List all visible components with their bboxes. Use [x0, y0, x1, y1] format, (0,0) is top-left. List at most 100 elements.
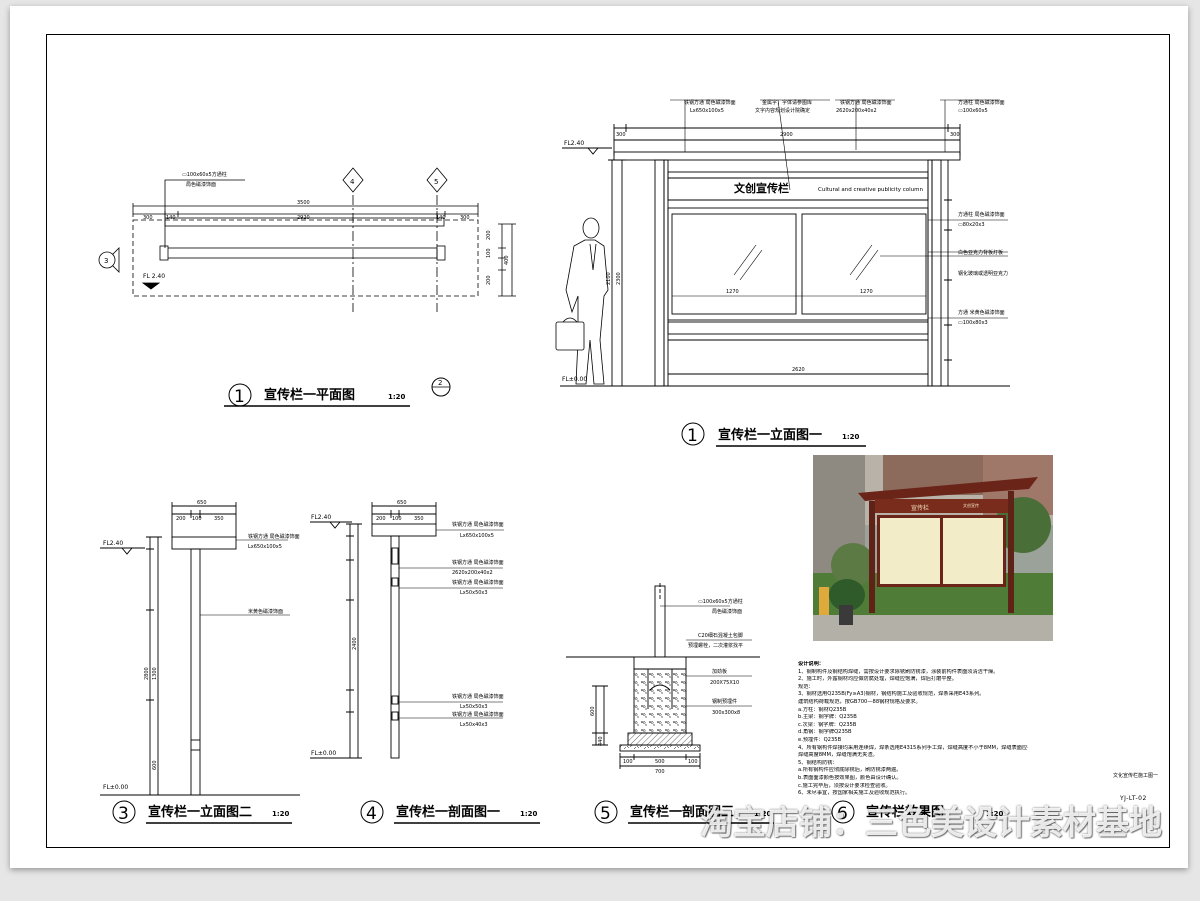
note-line: 3、钢材选用Q235B(Fy≥A3)钢材，钢结构施工及验收规范，焊条采用E43系… [798, 691, 985, 698]
note-line: 2、施工时，外露钢材均应做防腐处理，焊缝应饱满，焊后打磨平整。 [798, 676, 957, 683]
elev-rcallout-1a: 方通柱 局色磁漆饰面 [958, 211, 1005, 218]
side-dim-sub-3: 350 [214, 516, 224, 522]
side-title-text: 宣传栏一立面图二 [148, 804, 252, 820]
section-callout-5b: Lx50x40x3 [460, 722, 488, 728]
section-title: 4 宣传栏一剖面图一 1:20 [360, 800, 540, 824]
left-post [654, 159, 665, 387]
side-callout-3: 米黄色磁漆饰面 [248, 608, 283, 615]
plan-dim-a: 300 [143, 215, 153, 221]
sign-text-en: Cultural and creative publicity column [818, 187, 923, 193]
elev-dim-top-3: 300 [950, 132, 960, 138]
note-line: 5、钢结构防锈： [798, 759, 838, 766]
plan-north-mark: 2 [438, 379, 442, 387]
side-post [190, 548, 201, 796]
section-callout-2b: 2620x200x40x2 [452, 570, 493, 576]
found-title-text: 宣传栏一剖面图三 [630, 804, 734, 820]
elev-dim-bottom: 2620 [792, 367, 805, 373]
found-callout-2b: 预埋螺栓，二次灌浆找平 [688, 642, 743, 649]
photo-board-label: 宣传栏 [911, 504, 929, 512]
plan-dim-r4: 400 [504, 255, 510, 265]
project-name: 文化宣传栏施工图一 [1113, 773, 1159, 779]
found-callout-3a: 加劲板 [712, 668, 727, 675]
elevation-labels: 铁钢方通 局色磁漆饰面 Lx650x100x5 金属字，字体请参图库 文字内容规… [562, 99, 1008, 383]
side-dim-top: 650 [197, 500, 207, 506]
note-line: e.预埋件：Q235B [798, 736, 842, 743]
plan-dim-total: 3500 [297, 200, 310, 206]
base-layer [627, 732, 693, 746]
plan-dim-e: 300 [460, 215, 470, 221]
section-dim-top: 650 [397, 500, 407, 506]
note-line: 规范： [798, 683, 814, 690]
elev-rcallout-3: 钢化玻璃或透明亚克力 [958, 270, 1008, 277]
foundation-title: 5 宣传栏一剖面图三 1:20 [594, 800, 774, 824]
section-top-board [371, 523, 437, 537]
plan-labels: ▭100x60x5方通柱 局色磁漆饰面 3500 300 140 2920 14… [104, 171, 510, 285]
note-line: a.所有钢构件应彻底除锈后，刷防锈漆两遍。 [798, 767, 902, 774]
roof-beam [613, 151, 961, 161]
elev-callout-2b: 文字内容规划设计院确定 [755, 107, 810, 114]
found-dim-bottom-1: 100 [623, 759, 633, 765]
right-post [931, 159, 942, 387]
plan-view [98, 167, 516, 312]
plan-dim-d: 140 [436, 215, 446, 221]
found-callout-1a: ▭100x60x5方通柱 [698, 598, 743, 605]
section-callout-1b: Lx650x100x5 [460, 533, 494, 539]
detail6-title: 6 宣传栏效果图 1:20 [831, 800, 1004, 824]
side-dim-sub-2: 100 [192, 516, 202, 522]
plan-title-number: 1 [234, 387, 245, 407]
elev-callout-1b: Lx650x100x5 [690, 108, 724, 114]
side-level-bottom: FL±0.00 [103, 784, 128, 791]
glass-right [801, 213, 927, 315]
elev-title-number: 1 [687, 426, 698, 446]
section-dim-left: 2400 [352, 637, 358, 650]
section-callout-3b: Lx50x50x3 [460, 590, 488, 596]
section-callout-3a: 铁钢方通 局色磁漆饰面 [452, 579, 504, 586]
concrete-footing [633, 668, 687, 734]
side-top-board [171, 536, 237, 550]
elev-callout-4b: ▭100x60x5 [958, 108, 988, 114]
side-elevation-labels: 650 200 100 350 FL2.40 FL±0.00 2800 600 … [103, 500, 300, 791]
note-line: d.角钢：钢字牌Q235B [798, 729, 852, 736]
detail6-scale: 1:20 [986, 810, 1004, 818]
elev-dim-inner-2: 1270 [860, 289, 873, 295]
side-dim-left-2: 600 [152, 760, 158, 770]
section-view [310, 502, 504, 759]
side-callout-1: 铁钢方通 局色磁漆饰面 [248, 533, 300, 540]
section-callout-5a: 铁钢方通 局色磁漆饰面 [452, 711, 504, 718]
sign-text-cn: 文创宣传栏 [734, 181, 789, 195]
side-dim-left-3: 1300 [152, 667, 158, 680]
bottom-rail [667, 321, 929, 335]
elev-callout-3a: 铁钢方通 局色磁漆饰面 [840, 99, 892, 106]
marker-4: 4 [350, 178, 355, 186]
found-dim-left-2: 440 [598, 736, 604, 746]
sheet-code: YJ-LT-02 [1120, 795, 1147, 802]
plan-title-text: 宣传栏一平面图 [264, 387, 355, 403]
side-dim-left-1: 2800 [144, 667, 150, 680]
section-mark: 3 [104, 257, 108, 265]
elev-rcallout-4a: 方通 米黄色磁漆饰面 [958, 309, 1005, 316]
elev-callout-2a: 金属字，字体请参图库 [762, 99, 812, 106]
note-line: 焊缝高度8MM，焊缝饱满无夹渣。 [798, 752, 878, 759]
marker-5: 5 [434, 178, 438, 186]
drawing-frame [46, 34, 1170, 848]
sign-band [667, 171, 929, 201]
plan-title: 1 宣传栏一平面图 1:20 2 [224, 377, 451, 407]
plan-outline [132, 219, 479, 297]
section-callout-2a: 铁钢方通 局色磁漆饰面 [452, 559, 504, 566]
human-figure [555, 217, 609, 385]
section-level-bottom: FL±0.00 [311, 750, 336, 757]
section-scale: 1:20 [520, 810, 538, 818]
side-dim-sub-1: 200 [176, 516, 186, 522]
elev-scale: 1:20 [842, 433, 860, 441]
elev-rcallout-1b: ▭80x20x3 [958, 222, 985, 228]
found-dim-left-1: 600 [590, 706, 596, 716]
found-dim-bottom-2: 500 [655, 759, 665, 765]
detail6-title-number: 6 [837, 804, 848, 824]
note-line: 4、所有钢构件焊接均采用连续焊，焊条选用E4315系列手工焊，焊缝高度不小于8M… [798, 744, 1028, 751]
elev-rcallout-2: 白色亚克力背板灯板 [958, 249, 1003, 256]
section-callout-4a: 铁钢方通 局色磁漆饰面 [452, 693, 504, 700]
section-labels: 650 200 100 350 FL2.40 FL±0.00 2400 铁钢方通… [311, 500, 504, 757]
elev-rcallout-4b: ▭100x80x3 [958, 320, 988, 326]
plan-board [164, 247, 445, 259]
found-dim-total: 700 [655, 769, 665, 775]
